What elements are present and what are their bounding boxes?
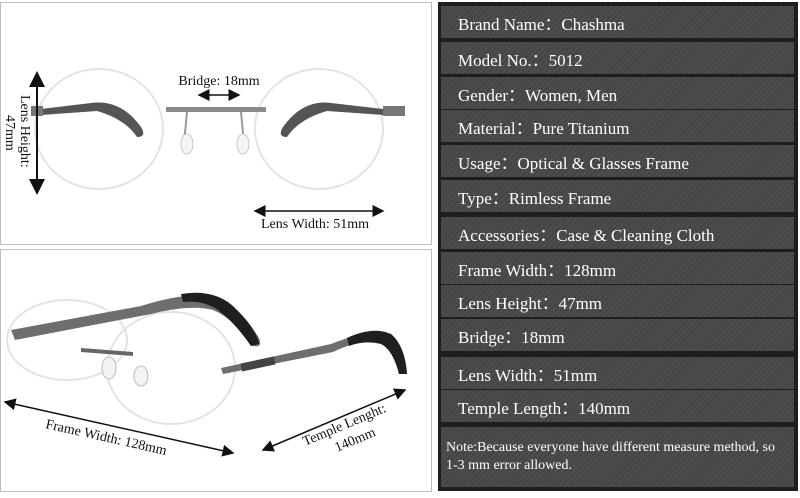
spec-gender: Gender：Women, Men <box>441 77 794 109</box>
spec-frame-width: Frame Width：128mm <box>441 252 794 284</box>
spec-material: Material：Pure Titanium <box>441 110 794 142</box>
side-near-hinge <box>240 356 276 372</box>
nose-pad-left-cushion <box>180 133 194 155</box>
frame-width-label: Frame Width: 128mm <box>44 417 168 459</box>
spec-lens-height: Lens Height：47mm <box>441 285 794 317</box>
side-view-diagram: Frame Width: 128mm Temple Lenght: 140mm <box>3 292 407 459</box>
spec-type: Type：Rimless Frame <box>441 180 794 212</box>
side-view-photo: Frame Width: 128mm Temple Lenght: 140mm <box>0 249 432 492</box>
front-view-diagram: Bridge: 18mm Lens Height: 47mm Lens Widt… <box>2 68 405 232</box>
lens-width-label: Lens Width: 51mm <box>261 217 369 232</box>
spec-model-no: Model No.：5012 <box>441 42 794 74</box>
product-images: Bridge: 18mm Lens Height: 47mm Lens Widt… <box>0 2 432 492</box>
lens-height-label: Lens Height: <box>17 95 32 168</box>
temple-length-arrow <box>261 388 407 452</box>
side-far-temple <box>11 295 261 347</box>
spec-temple-length: Temple Length：140mm <box>441 390 794 422</box>
left-lens <box>34 68 164 190</box>
front-view-photo: Bridge: 18mm Lens Height: 47mm Lens Widt… <box>0 2 432 245</box>
nose-pad-right-cushion <box>236 133 250 155</box>
spec-accessories: Accessories：Case & Cleaning Cloth <box>441 217 794 249</box>
side-near-temple-tip <box>347 330 407 374</box>
bridge-label: Bridge: 18mm <box>178 74 259 89</box>
lens-height-value: 47mm <box>2 115 17 151</box>
right-temple <box>280 102 383 137</box>
side-nose-pad-2 <box>133 365 149 387</box>
side-nose-pad-1 <box>101 356 117 380</box>
measurement-note: Note:Because everyone have different mea… <box>441 427 794 487</box>
spec-lens-width: Lens Width：51mm <box>441 357 794 389</box>
side-far-temple-tip <box>181 292 259 346</box>
spec-bridge: Bridge：18mm <box>441 319 794 351</box>
frame-width-arrow <box>3 398 235 457</box>
left-temple <box>41 102 144 137</box>
spec-brand-name: Brand Name：Chashma <box>441 6 794 38</box>
side-left-lens <box>6 299 128 381</box>
right-lens <box>254 68 384 190</box>
bridge-bar <box>166 107 266 112</box>
right-hinge <box>383 106 405 116</box>
spec-usage: Usage：Optical & Glasses Frame <box>441 145 794 177</box>
side-bridge <box>81 348 133 356</box>
spec-panel: Brand Name：Chashma Model No.：5012 Gender… <box>438 2 798 491</box>
side-right-lens <box>106 311 236 425</box>
